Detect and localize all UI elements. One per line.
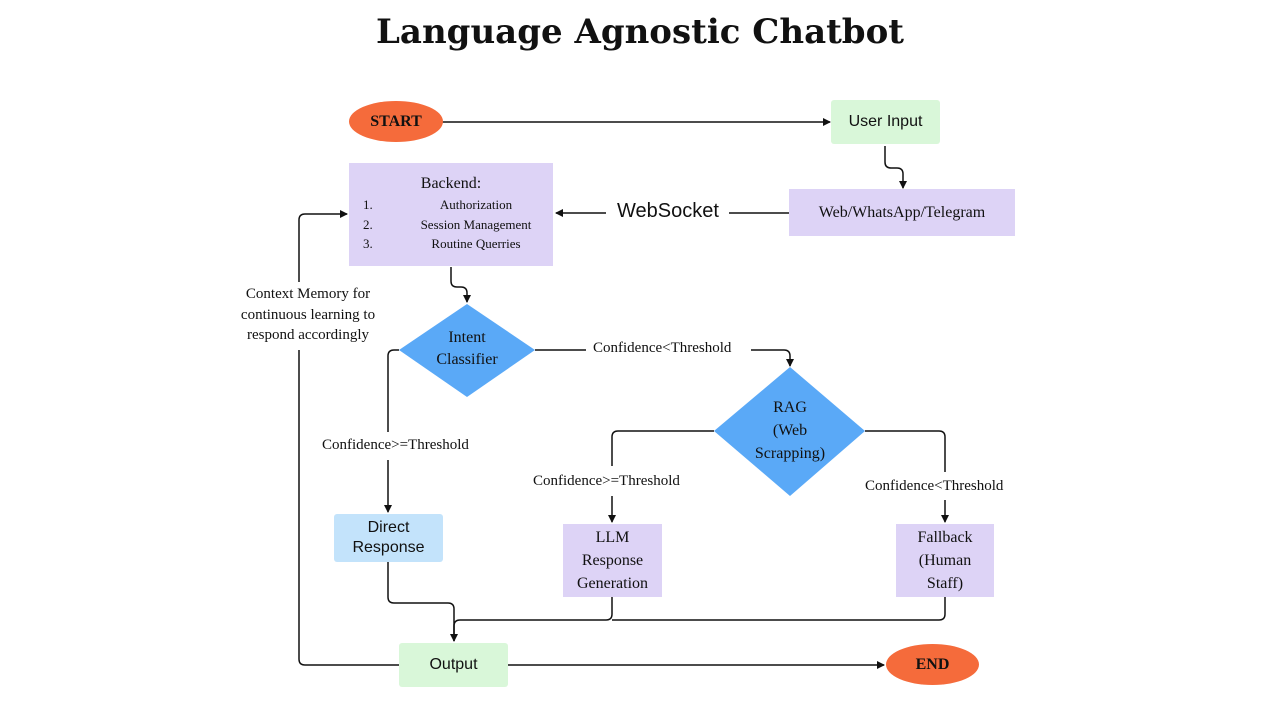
edge-rag-to-fallback <box>865 430 946 472</box>
rag-diamond <box>714 367 865 496</box>
start-label: START <box>370 112 422 130</box>
fallback-node: Fallback (Human Staff) <box>896 524 994 597</box>
output-node: Output <box>399 643 508 687</box>
context-memory-line: Context Memory for <box>245 286 371 302</box>
backend-item-label: Routine Querries <box>431 236 521 251</box>
intent-classifier-diamond <box>399 304 535 397</box>
backend-item: 1. Authorization <box>363 197 551 217</box>
start-node: START <box>349 101 443 142</box>
backend-item-number: 1. <box>363 197 373 212</box>
edge-intent-to-direct <box>387 349 399 432</box>
user-input-label: User Input <box>848 113 923 130</box>
intent-classifier-line: Classifier <box>436 351 498 368</box>
intent-classifier-label: Intent Classifier <box>417 327 517 371</box>
page-title: Language Agnostic Chatbot <box>376 12 904 52</box>
rag-label: RAG (Web Scrapping) <box>740 396 840 465</box>
llm-line: LLM <box>595 529 630 546</box>
backend-item-label: Authorization <box>439 197 513 212</box>
context-memory-label: Context Memory for continuous learning t… <box>228 284 388 346</box>
rag-low-confidence-label: Confidence<Threshold <box>865 478 1004 494</box>
fallback-line: Fallback <box>917 529 973 546</box>
backend-item: 2. Session Management <box>363 217 551 237</box>
direct-response-line: Response <box>352 539 425 556</box>
user-input-node: User Input <box>831 100 940 144</box>
context-memory-line: respond accordingly <box>246 327 370 343</box>
fallback-line: (Human <box>918 552 972 569</box>
intent-high-confidence-label: Confidence>=Threshold <box>322 437 469 453</box>
backend-item-label: Session Management <box>420 216 532 232</box>
end-node: END <box>886 644 979 685</box>
websocket-label: WebSocket <box>617 200 719 222</box>
llm-line: Response <box>581 552 644 569</box>
backend-title: Backend: <box>420 175 482 192</box>
edge-backend-to-intent <box>450 267 471 303</box>
rag-line: RAG <box>773 399 807 416</box>
edge-input-to-channels <box>884 146 907 189</box>
channels-node: Web/WhatsApp/Telegram <box>789 189 1015 236</box>
direct-response-line: Direct <box>367 519 410 536</box>
backend-node: Backend: 1. Authorization 2. Session Man… <box>349 163 553 266</box>
context-memory-line: continuous learning to <box>240 306 376 323</box>
edge-context-memory-loop <box>298 350 399 666</box>
rag-high-confidence-label: Confidence>=Threshold <box>533 473 680 489</box>
edge-direct-to-output <box>387 562 458 642</box>
channels-label: Web/WhatsApp/Telegram <box>818 203 986 221</box>
end-label: END <box>915 655 950 673</box>
direct-response-node: Direct Response <box>334 514 443 562</box>
edge-rag-to-llm <box>611 430 714 466</box>
edge-llm-to-output <box>453 597 613 641</box>
output-label: Output <box>429 656 478 673</box>
backend-item-number: 2. <box>363 216 373 232</box>
llm-line: Generation <box>576 575 649 592</box>
rag-line: (Web <box>772 422 808 439</box>
rag-line: Scrapping) <box>754 445 826 462</box>
intent-low-confidence-label: Confidence<Threshold <box>593 340 732 356</box>
backend-list: 1. Authorization 2. Session Management 3… <box>363 197 551 256</box>
backend-item-number: 3. <box>363 236 373 251</box>
edge-fallback-to-output <box>612 597 946 621</box>
intent-classifier-line: Intent <box>448 329 486 346</box>
backend-item: 3. Routine Querries <box>363 236 551 256</box>
fallback-line: Staff) <box>926 575 964 592</box>
llm-node: LLM Response Generation <box>563 524 662 597</box>
